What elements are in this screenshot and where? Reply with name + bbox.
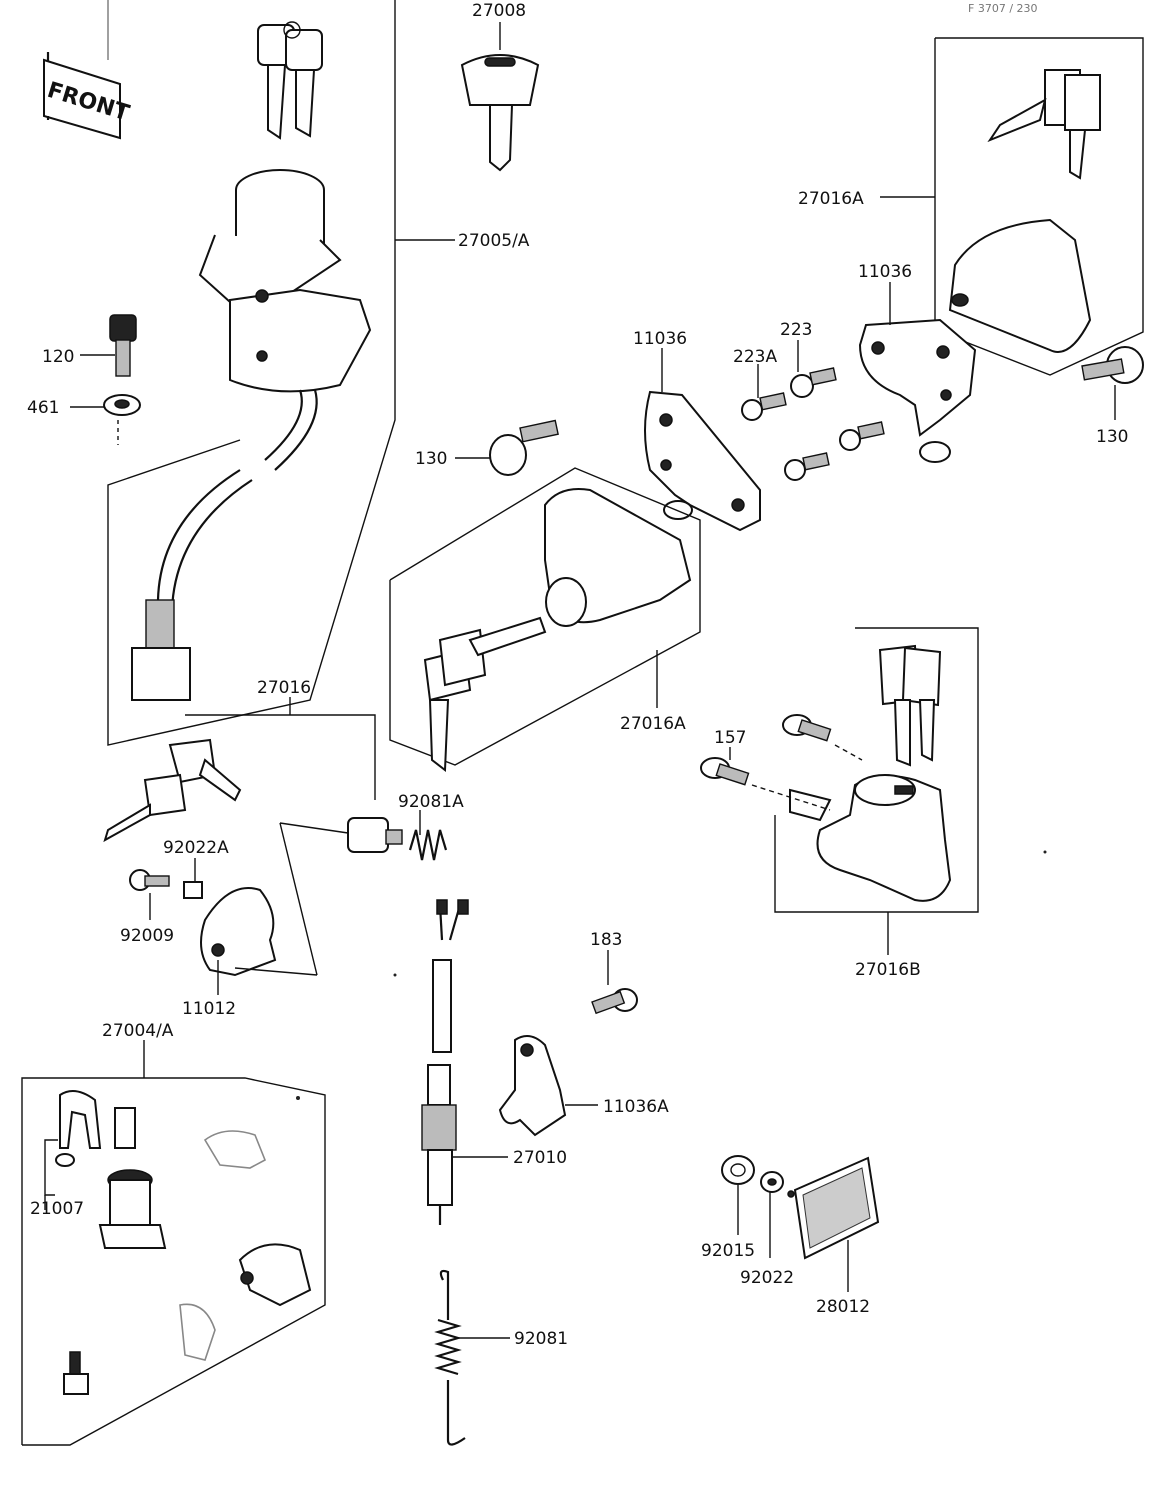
label-11036-mid: 11036 <box>633 329 687 349</box>
label-461: 461 <box>27 398 59 418</box>
label-92022: 92022 <box>740 1268 794 1288</box>
reflector-28012-icon <box>787 1156 880 1260</box>
washer-461-icon <box>103 394 141 416</box>
nut-92015-icon <box>721 1155 755 1185</box>
cap-11012-icon <box>200 887 277 977</box>
label-21007: 21007 <box>30 1199 84 1219</box>
washer-92022A-icon <box>183 881 203 899</box>
steering-lock-27016A-top <box>934 37 1144 376</box>
label-27008: 27008 <box>472 1 526 21</box>
lock-set-keys-icon <box>103 738 242 843</box>
label-11012: 11012 <box>182 999 236 1019</box>
bolt-223-lower-icon <box>839 421 885 451</box>
front-sign: FRONT <box>43 52 132 140</box>
lock-cylinder-icon <box>948 218 1092 353</box>
label-130-right: 130 <box>1096 427 1128 447</box>
steering-lock-27016A-mid <box>389 467 701 772</box>
lock-27016B-keys-icon <box>878 644 942 767</box>
lock-tumbler-icon <box>347 817 403 853</box>
lock-body-mid-icon <box>544 488 692 627</box>
label-92009: 92009 <box>120 926 174 946</box>
lock-27016B-body-icon <box>789 774 952 902</box>
label-92015: 92015 <box>701 1241 755 1261</box>
label-92081A: 92081A <box>398 792 464 812</box>
ignition-keys-icon <box>257 21 323 140</box>
label-27005A: 27005/A <box>458 231 530 251</box>
label-27016A-mid: 27016A <box>620 714 686 734</box>
kit-lock-upper-icon <box>203 1130 267 1169</box>
kit-keys-icon <box>55 1090 136 1167</box>
label-27004A: 27004/A <box>102 1021 174 1041</box>
reference-code: F 3707 / 230 <box>968 2 1038 15</box>
label-92022A: 92022A <box>163 838 229 858</box>
label-27016B: 27016B <box>855 960 921 980</box>
label-27016: 27016 <box>257 678 311 698</box>
screw-92009-icon <box>129 869 170 891</box>
kit-lock-lower-icon <box>238 1243 312 1307</box>
bolt-157-upper-icon <box>782 714 832 742</box>
label-157: 157 <box>714 728 746 748</box>
label-11036A: 11036A <box>603 1097 669 1117</box>
bolt-157-lower-icon <box>700 757 750 786</box>
label-223: 223 <box>780 320 812 340</box>
scan-dot <box>296 1096 300 1100</box>
label-11036-right: 11036 <box>858 262 912 282</box>
label-183: 183 <box>590 930 622 950</box>
bolt-120-icon <box>109 314 137 377</box>
bolt-130-left-icon <box>489 419 559 476</box>
bolt-223A-icon <box>741 392 787 421</box>
scan-dot <box>393 973 397 977</box>
bolt-223A-lower-icon <box>784 452 830 481</box>
lock-keys-mid-icon <box>423 616 547 772</box>
key-27008-icon <box>460 22 540 172</box>
bolt-223-icon <box>790 367 837 398</box>
bracket-11036-right-icon <box>858 318 977 463</box>
ignition-switch-assembly <box>103 0 396 746</box>
switch-27010-icon <box>421 899 469 1225</box>
label-92081: 92081 <box>514 1329 568 1349</box>
lock-keys-icon <box>987 69 1101 180</box>
kit-switch-icon <box>98 1169 167 1249</box>
spring-92081-icon <box>434 1269 466 1446</box>
kit-cylinder-icon <box>179 1303 216 1361</box>
bolt-183-icon <box>591 988 638 1015</box>
lock-27016B <box>700 627 979 913</box>
label-27010: 27010 <box>513 1148 567 1168</box>
label-28012: 28012 <box>816 1297 870 1317</box>
label-120: 120 <box>42 347 74 367</box>
bracket-11036A-icon <box>498 1035 567 1137</box>
spring-92081A-icon <box>408 829 448 861</box>
label-223A: 223A <box>733 347 777 367</box>
bolt-130-right-icon <box>1081 346 1144 384</box>
kit-plug-icon <box>63 1351 89 1395</box>
leader-lines <box>44 196 1116 1339</box>
scan-dot <box>1043 850 1047 854</box>
label-130-left: 130 <box>415 449 447 469</box>
lock-set-27016 <box>103 714 448 977</box>
label-27016A-top: 27016A <box>798 189 864 209</box>
ignition-switch-body-icon <box>131 169 372 701</box>
washer-92022-icon <box>760 1171 784 1193</box>
switch-kit-27004A <box>21 1077 326 1446</box>
